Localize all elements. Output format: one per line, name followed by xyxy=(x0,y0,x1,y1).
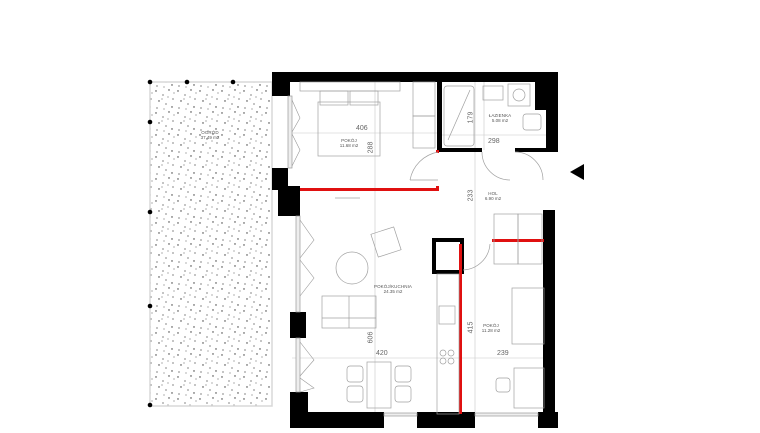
room-area: 11.28 m2 xyxy=(481,327,501,333)
partition-highlights xyxy=(300,150,544,414)
room-name: POKÓJ xyxy=(483,323,499,328)
dim-living-width: 420 xyxy=(376,350,388,357)
room-label-garden: OGRÓD 37.49 m2 xyxy=(185,130,235,140)
room-area: 37.49 m2 xyxy=(200,134,220,140)
dim-bedroom1-height: 288 xyxy=(367,141,375,154)
walls xyxy=(272,72,558,428)
room-area: 6.90 m2 xyxy=(484,195,502,201)
dim-bathroom-height: 179 xyxy=(467,111,475,124)
garden-area xyxy=(147,79,273,408)
room-label-living-kitchen: POKÓJ/KUCHNIA 24.35 m2 xyxy=(365,284,421,294)
dim-bedroom2-width: 239 xyxy=(497,350,509,357)
dim-bedroom2-height: 415 xyxy=(467,321,475,334)
room-name: POKÓJ xyxy=(341,138,357,143)
entrance-arrow-icon xyxy=(570,164,584,180)
dim-bedroom1-width: 406 xyxy=(356,125,368,132)
room-name: HOL xyxy=(488,191,498,196)
dim-living-height: 606 xyxy=(367,331,375,344)
dimension-lines xyxy=(292,82,550,412)
dim-bathroom-width: 298 xyxy=(488,138,500,145)
room-label-bedroom2: POKÓJ 11.28 m2 xyxy=(474,323,508,333)
furniture xyxy=(299,81,545,415)
room-name: POKÓJ/KUCHNIA xyxy=(373,284,413,289)
room-label-hall: HOL 6.90 m2 xyxy=(478,191,508,201)
room-area: 5.08 m2 xyxy=(491,117,509,123)
windows xyxy=(287,95,539,417)
room-name: ŁAZIENKA xyxy=(488,113,512,118)
dim-hall-height: 233 xyxy=(467,189,475,202)
room-area: 11.68 m2 xyxy=(339,142,359,148)
room-area: 24.35 m2 xyxy=(383,288,403,294)
room-label-bathroom: ŁAZIENKA 5.08 m2 xyxy=(480,113,520,123)
room-name: OGRÓD xyxy=(201,130,219,135)
window-casements xyxy=(291,99,315,393)
room-label-bedroom1: POKÓJ 11.68 m2 xyxy=(327,138,371,148)
